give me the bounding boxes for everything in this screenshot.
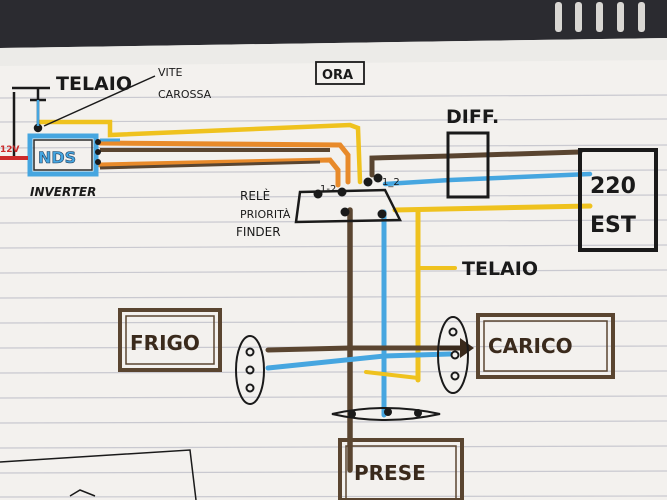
- frigo-plug-pins: [245, 347, 255, 393]
- brown-wire-horizontal: [265, 345, 443, 353]
- label-finder: FINDER: [236, 225, 281, 239]
- prese-socket-pins: [348, 408, 422, 418]
- spiral-holes: [555, 2, 645, 32]
- 220-est-box: [578, 148, 658, 252]
- brown-wire-nds-bottom: [99, 160, 321, 170]
- label-telaio-right: TELAIO: [462, 258, 538, 280]
- orange-wire-2: [97, 157, 341, 188]
- label-inverter: INVERTER: [30, 185, 96, 199]
- label-12v: 12V: [0, 145, 20, 155]
- nds-box-inner: [33, 139, 93, 171]
- prese-box-inner: [345, 445, 457, 500]
- nds-terminals: [95, 139, 101, 165]
- relay-contacts: [313, 173, 387, 219]
- frigo-plug: [235, 335, 265, 405]
- ora-box: [315, 61, 365, 85]
- label-diff: DIFF.: [446, 106, 499, 128]
- label-220: 220: [590, 174, 636, 199]
- yellow-wire-right: [392, 203, 593, 213]
- label-prese: PRESE: [354, 461, 426, 485]
- label-telaio-top: TELAIO: [56, 73, 132, 95]
- yellow-wire-top: [37, 119, 363, 185]
- label-est: EST: [590, 213, 636, 238]
- blue-wire-relay-220: [382, 171, 593, 187]
- frigo-box: [118, 308, 222, 372]
- brown-wire-relay-220: [369, 149, 583, 178]
- diff-box: [446, 131, 490, 199]
- label-ora: ORA: [322, 68, 353, 83]
- prese-box: [338, 438, 464, 500]
- yellow-wire-bottom: [364, 370, 420, 380]
- notebook-page: [0, 38, 667, 500]
- blue-wire-horizontal: [265, 351, 453, 371]
- page-top-shade: [0, 38, 667, 66]
- relay-box: [294, 188, 403, 224]
- label-carossa: CAROSSA: [158, 88, 212, 101]
- carico-box: [476, 313, 615, 379]
- frigo-box-inner: [125, 315, 215, 365]
- label-contact-b: 1_2: [382, 177, 400, 188]
- label-carico: CARICO: [488, 334, 573, 358]
- corner-scribble: [69, 489, 96, 497]
- label-priorita: PRIORITÀ: [240, 208, 291, 221]
- nds-box-outline: [27, 133, 99, 177]
- label-nds: NDS: [38, 148, 76, 167]
- carico-plug: [437, 316, 469, 394]
- carico-plug-pins: [448, 327, 460, 381]
- orange-wire-1: [97, 140, 351, 185]
- carico-box-inner: [483, 320, 608, 372]
- label-rele: RELÈ: [240, 188, 270, 203]
- label-contact-a: 1-2: [320, 184, 336, 195]
- label-frigo: FRIGO: [130, 331, 200, 355]
- vite-pointer-line: [43, 75, 156, 127]
- label-vite: VITE: [158, 66, 182, 79]
- prese-socket-strip: [331, 407, 441, 421]
- corner-sketch: [0, 449, 197, 500]
